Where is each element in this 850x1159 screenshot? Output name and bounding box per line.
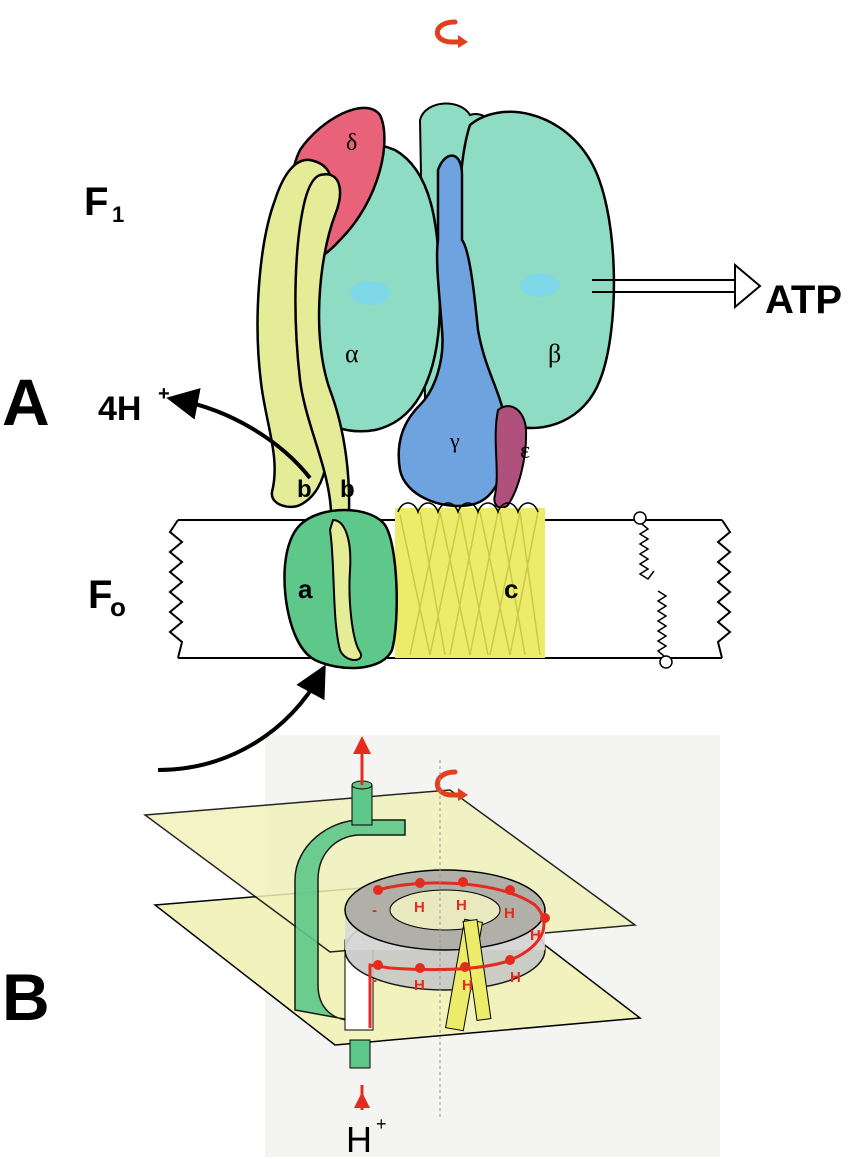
f1-label: F — [84, 180, 108, 224]
ring-h-6: H — [462, 977, 473, 994]
a-label: a — [298, 574, 313, 604]
b-left-label: b — [297, 476, 312, 503]
proton-in-superscript: + — [376, 1114, 387, 1134]
ring-h-2: H — [456, 897, 467, 914]
c-ring — [395, 502, 545, 658]
f1-subscript: 1 — [112, 202, 124, 227]
c-label: c — [504, 574, 518, 604]
rotation-arrow-top — [434, 19, 468, 48]
ring-minus-2: - — [372, 972, 377, 989]
fo-label: F — [88, 573, 112, 617]
ring-minus-1: - — [372, 902, 377, 919]
gamma-subunit-shape — [397, 154, 508, 508]
gamma-label: γ — [449, 428, 460, 453]
panel-b-model — [142, 736, 642, 1120]
delta-label: δ — [346, 130, 357, 156]
fo-subscript: o — [110, 592, 126, 622]
ring-h-7: H — [414, 977, 425, 994]
b-right-label: b — [340, 476, 355, 503]
ring-h-1: H — [414, 899, 425, 916]
alpha-label: α — [345, 339, 359, 368]
ring-h-3: H — [504, 905, 515, 922]
ring-h-4: H — [530, 927, 541, 944]
ring-h-labels: H H H H H H H - - — [372, 897, 541, 994]
epsilon-label: ε — [520, 438, 530, 464]
atp-output-arrow — [592, 262, 762, 310]
proton-in-label: H — [346, 1119, 372, 1159]
beta-label: β — [548, 339, 561, 368]
epsilon-subunit-shape — [493, 405, 528, 509]
protons-out-superscript: + — [158, 383, 170, 405]
ring-h-5: H — [510, 969, 521, 986]
protons-out-label: 4H — [98, 390, 141, 428]
proton-exit-arrow — [166, 388, 312, 480]
atp-label: ATP — [765, 278, 842, 322]
panel-b-label: B — [2, 960, 50, 1034]
panel-a-label: A — [2, 365, 50, 439]
proton-entry-arrow — [157, 664, 326, 772]
